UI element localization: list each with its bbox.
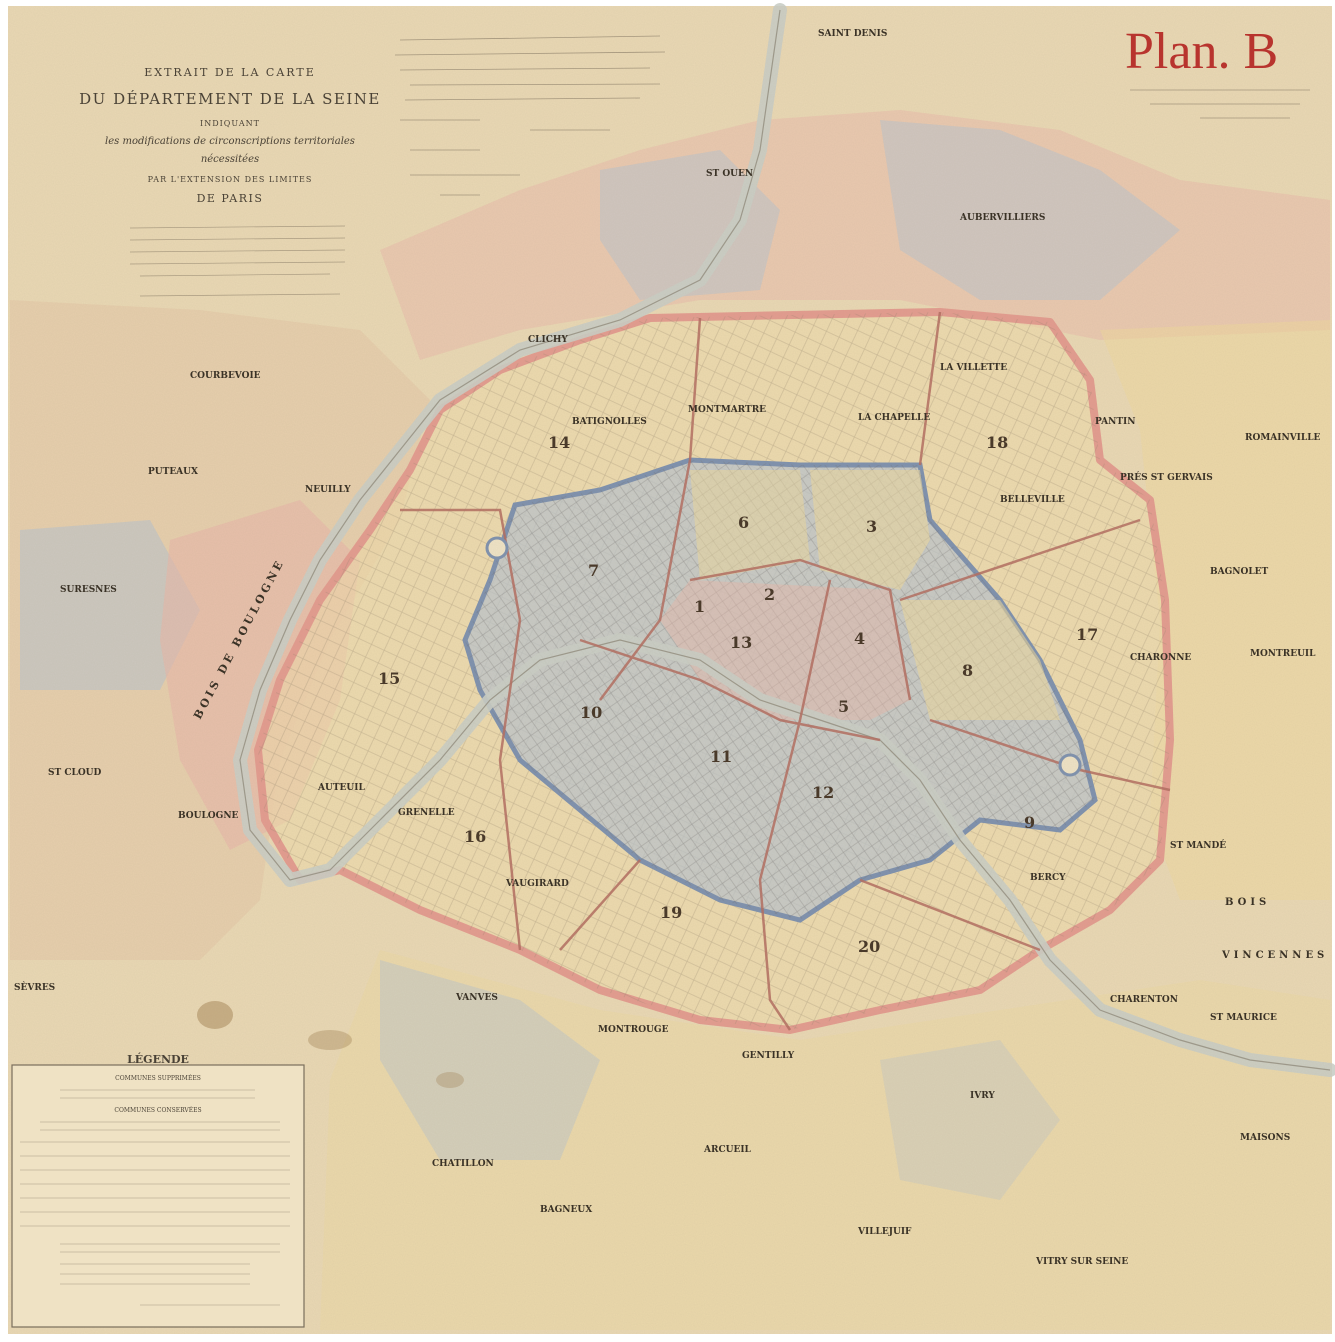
label-saint-denis: SAINT DENIS <box>818 29 887 39</box>
plan-label: Plan. B <box>1125 23 1278 80</box>
label-auteuil: AUTEUIL <box>317 783 365 793</box>
arr-4: 4 <box>854 629 865 648</box>
arr-2: 2 <box>764 585 775 604</box>
manuscript-notes <box>394 35 1310 196</box>
label-vitry: VITRY SUR SEINE <box>1035 1257 1128 1267</box>
arr-18: 18 <box>986 433 1008 452</box>
arrondissement-numbers: 1 2 3 4 5 6 7 8 9 10 11 12 13 14 15 16 1… <box>378 433 1098 956</box>
label-la-villette: LA VILLETTE <box>940 363 1007 373</box>
title-line-7: DE PARIS <box>197 192 264 205</box>
label-saint-mande: ST MANDÉ <box>1170 839 1226 851</box>
title-line-6: PAR L'EXTENSION DES LIMITES <box>148 175 313 184</box>
title-notes <box>129 225 346 297</box>
arr-10: 10 <box>580 703 602 722</box>
label-courbevoie: COURBEVOIE <box>190 371 261 381</box>
arr-14: 14 <box>548 433 570 452</box>
label-pantin: PANTIN <box>1095 417 1135 427</box>
arr-12: 12 <box>812 783 834 802</box>
label-vanves: VANVES <box>455 993 498 1003</box>
label-neuilly: NEUILLY <box>305 485 351 495</box>
label-pres-st-gervais: PRÉS ST GERVAIS <box>1120 471 1213 483</box>
legend-subtitle-1: COMMUNES SUPPRIMÉES <box>115 1074 201 1082</box>
label-suresnes: SURESNES <box>60 585 117 595</box>
label-vincennes: VINCENNES <box>1221 950 1328 961</box>
label-sevres: SÈVRES <box>14 981 55 993</box>
arr-20: 20 <box>858 937 880 956</box>
title-line-2: DU DÉPARTEMENT DE LA SEINE <box>79 90 381 108</box>
label-bagneux: BAGNEUX <box>540 1205 592 1215</box>
arr-1: 1 <box>694 597 705 616</box>
legend-subtitle-2: COMMUNES CONSERVÉES <box>114 1106 201 1114</box>
label-bagnolet: BAGNOLET <box>1210 567 1269 577</box>
label-villejuif: VILLEJUIF <box>857 1227 912 1237</box>
label-vaugirard: VAUGIRARD <box>505 879 569 889</box>
label-montrouge: MONTROUGE <box>598 1025 669 1035</box>
arr-13: 13 <box>730 633 752 652</box>
title-line-5: nécessitées <box>201 154 259 165</box>
label-belleville: BELLEVILLE <box>1000 495 1065 505</box>
label-saint-maurice: ST MAURICE <box>1210 1013 1277 1023</box>
arr-6: 6 <box>738 513 749 532</box>
label-puteaux: PUTEAUX <box>148 467 198 477</box>
arr-8: 8 <box>962 661 973 680</box>
label-boulogne: BOULOGNE <box>178 811 239 821</box>
label-montmartre: MONTMARTRE <box>688 405 766 415</box>
label-charenton: CHARENTON <box>1110 995 1178 1005</box>
legend-box: LÉGENDE COMMUNES SUPPRIMÉES COMMUNES CON… <box>11 1052 305 1328</box>
label-arcueil: ARCUEIL <box>703 1145 752 1155</box>
label-gentilly: GENTILLY <box>742 1051 795 1061</box>
label-bois-vincennes: BOIS <box>1225 897 1270 908</box>
stain-2 <box>308 1030 352 1050</box>
arr-16: 16 <box>464 827 486 846</box>
label-bercy: BERCY <box>1030 873 1066 883</box>
label-batignolles: BATIGNOLLES <box>572 417 647 427</box>
label-saint-ouen: ST OUEN <box>706 169 753 179</box>
label-grenelle: GRENELLE <box>398 808 455 818</box>
title-line-3: INDIQUANT <box>200 119 260 128</box>
label-saint-cloud: ST CLOUD <box>48 768 102 778</box>
label-aubervilliers: AUBERVILLIERS <box>959 213 1045 223</box>
label-romainville: ROMAINVILLE <box>1245 433 1321 443</box>
label-la-chapelle: LA CHAPELLE <box>858 413 930 423</box>
label-clichy: CLICHY <box>528 335 568 345</box>
stain-3 <box>436 1072 464 1088</box>
legend-title: LÉGENDE <box>127 1052 189 1066</box>
title-block: EXTRAIT DE LA CARTE DU DÉPARTEMENT DE LA… <box>79 66 381 205</box>
arr-19: 19 <box>660 903 682 922</box>
arr-17: 17 <box>1076 625 1098 644</box>
arr-3: 3 <box>866 517 877 536</box>
title-line-4: les modifications de circonscriptions te… <box>105 136 355 147</box>
arr-9: 9 <box>1024 813 1035 832</box>
label-charonne: CHARONNE <box>1130 653 1191 663</box>
arr-5: 5 <box>838 697 849 716</box>
title-line-1: EXTRAIT DE LA CARTE <box>144 66 316 79</box>
stain-1 <box>197 1001 233 1029</box>
label-ivry: IVRY <box>970 1091 995 1101</box>
arr-11: 11 <box>710 747 732 766</box>
label-montreuil: MONTREUIL <box>1250 649 1316 659</box>
arr-15: 15 <box>378 669 400 688</box>
arr-7: 7 <box>588 561 599 580</box>
label-chatillon: CHATILLON <box>432 1159 494 1169</box>
label-maisons: MAISONS <box>1240 1133 1290 1143</box>
